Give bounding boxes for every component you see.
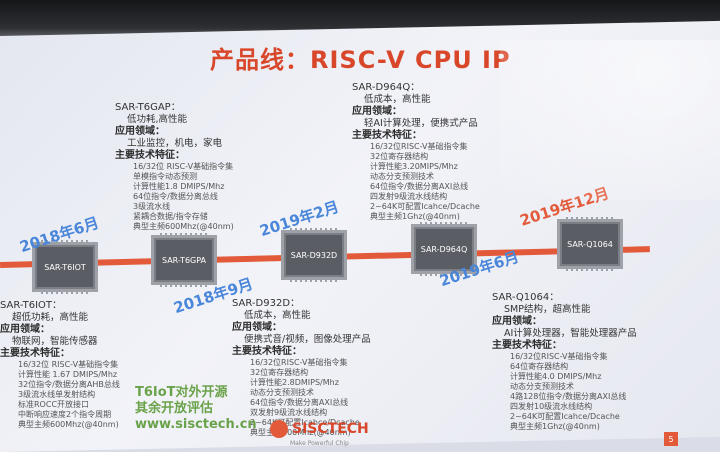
feature-item: 计算性能1.8 DMIPS/Mhz (133, 182, 225, 191)
product-d932d: SAR-D932D： 低成本，高性能 应用领域： 便携式音/视频，图像处理产品 … (232, 298, 422, 438)
features-heading: 主要技术特征： (492, 340, 562, 351)
feature-item: 中断响应速度2个指令周期 (18, 410, 112, 419)
feature-item: 4路128位指令/数据分离AXI总线 (510, 392, 627, 401)
domain-heading: 应用领域： (232, 322, 282, 333)
slide-title: 产品线：RISC-V CPU IP (210, 46, 511, 74)
feature-item: 动态分支预测技术 (370, 172, 434, 181)
feature-item: 紧耦合数据/指令存储 (133, 212, 208, 221)
feature-item: 动态分支预测技术 (510, 382, 574, 391)
open-source-line1: T6IoT对外开源 (135, 385, 228, 400)
chip-d932d: SAR-D932D (284, 228, 344, 282)
page-number: 5 (664, 432, 678, 446)
domain-heading: 应用领域： (115, 126, 165, 137)
product-name: SAR-T6IOT： (0, 300, 63, 311)
feature-item: 16/32位RISC-V基础指令集 (510, 352, 608, 361)
chip-label: SAR-Q1064 (567, 239, 613, 249)
product-d964q: SAR-D964Q： 低成本，高性能 应用领域： 轻AI计算处理，便携式产品 主… (352, 82, 542, 222)
chip-t6gpa: SAR-T6GPA (154, 233, 214, 287)
logo-text: SISCTECH (292, 421, 369, 437)
feature-item: 动态分支预测技术 (250, 388, 314, 397)
feature-item: 16/32位 RISC-V基础指令集 (133, 162, 234, 171)
open-source-note: T6IoT对外开源 其余开放评估 www.sisctech.cn (135, 385, 257, 433)
features-heading: 主要技术特征： (232, 346, 302, 357)
product-t6iot: SAR-T6IOT： 超低功耗，高性能 应用领域： 物联网，智能传感器 主要技术… (0, 300, 130, 430)
feature-item: 单模指令动态预测 (133, 172, 197, 181)
domain-heading: 应用领域： (352, 106, 402, 117)
domain-text: 轻AI计算处理，便携式产品 (364, 118, 478, 129)
domain-text: AI计算处理器，智能处理器产品 (504, 328, 637, 339)
feature-item: 典型主频800Mhz(@40nm) (250, 428, 351, 437)
product-tagline: 超低功耗，高性能 (12, 312, 89, 323)
sisctech-logo: SISCTECH (270, 420, 369, 438)
feature-item: 典型主频600Mhz(@40nm) (18, 420, 119, 429)
feature-item: 16/32位RISC-V基础指令集 (370, 142, 468, 151)
domain-text: 工业监控，机电，家电 (127, 138, 223, 149)
product-t6gap: SAR-T6GAP： 低功耗,高性能 应用领域： 工业监控，机电，家电 主要技术… (115, 102, 285, 232)
domain-text: 便携式音/视频，图像处理产品 (244, 334, 371, 345)
chip-label: SAR-T6GPA (161, 255, 207, 265)
chip-label: SAR-T6IOT (44, 262, 86, 272)
feature-item: 典型主频600Mhz(@40nm) (133, 222, 234, 231)
feature-item: 四发射9级流水线结构 (370, 192, 448, 201)
feature-item: 2~64K可配置Icahce/Dcache (370, 202, 480, 211)
product-tagline: SMP结构，超高性能 (504, 304, 591, 315)
domain-heading: 应用领域： (0, 324, 50, 335)
feature-item: 64位指令/数据分离AXI总线 (370, 182, 469, 191)
feature-item: 计算性能4.0 DMIPS/Mhz (510, 372, 602, 381)
feature-item: 2~64K可配置Icahce/Dcache (250, 418, 360, 427)
features-heading: 主要技术特征： (0, 348, 70, 359)
chip-t6iot: SAR-T6IOT (35, 240, 95, 294)
product-tagline: 低成本，高性能 (364, 94, 431, 105)
feature-item: 64位寄存器结构 (510, 362, 569, 371)
domain-text: 物联网，智能传感器 (12, 336, 98, 347)
feature-item: 2~64K可配置Icahce/Dcache (510, 412, 620, 421)
product-name: SAR-D964Q： (352, 82, 421, 93)
feature-item: 16/32位 RISC-V基础指令集 (18, 360, 119, 369)
feature-item: 计算性能 1.67 DMIPS/Mhz (18, 370, 118, 379)
features-heading: 主要技术特征： (115, 150, 185, 161)
feature-item: 四发射10级流水线结构 (510, 402, 593, 411)
feature-item: 计算性能3.20MIPS/Mhz (370, 162, 458, 171)
feature-item: 32位寄存器结构 (370, 152, 429, 161)
features-heading: 主要技术特征： (352, 130, 422, 141)
feature-item: 64位指令/数据分离AXI总线 (250, 398, 349, 407)
logo-mark-icon (270, 420, 288, 438)
product-name: SAR-T6GAP： (115, 102, 181, 113)
product-tagline: 低功耗,高性能 (127, 114, 188, 125)
feature-item: 32位寄存器结构 (250, 368, 309, 377)
feature-item: 典型主频1Ghz(@40nm) (510, 422, 600, 431)
product-name: SAR-D932D： (232, 298, 301, 309)
open-source-line2: 其余开放评估 (135, 401, 214, 416)
product-tagline: 低成本，高性能 (244, 310, 311, 321)
feature-item: 双发射9级流水线结构 (250, 408, 328, 417)
chip-label: SAR-D932D (290, 250, 338, 260)
feature-item: 64位指令/数据分离总线 (133, 192, 218, 201)
feature-item: 典型主频1Ghz(@40nm) (370, 212, 460, 221)
feature-item: 计算性能2.8DMIPS/Mhz (250, 378, 339, 387)
domain-heading: 应用领域： (492, 316, 542, 327)
feature-item: 16/32位RISC-V基础指令集 (250, 358, 348, 367)
chip-d964q: SAR-D964Q (414, 222, 474, 276)
product-name: SAR-Q1064： (492, 292, 560, 303)
chip-q1064: SAR-Q1064 (560, 217, 620, 271)
website-url: www.sisctech.cn (135, 417, 257, 432)
feature-item: 3级流水线单发射结构 (18, 390, 96, 399)
feature-item: 32位指令/数据分离AHB总线 (18, 380, 120, 389)
chip-label: SAR-D964Q (420, 244, 468, 254)
product-q1064: SAR-Q1064： SMP结构，超高性能 应用领域： AI计算处理器，智能处理… (492, 292, 702, 432)
logo-tagline: Make Powerful Chip (290, 440, 349, 447)
feature-item: 3级流水线 (133, 202, 171, 211)
feature-item: 标准ROCC开放接口 (18, 400, 90, 409)
